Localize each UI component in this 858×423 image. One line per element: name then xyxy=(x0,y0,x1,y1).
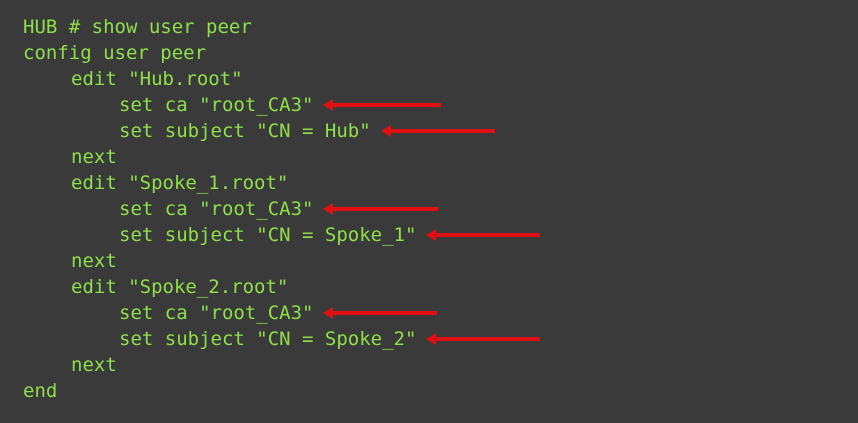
terminal-line: next xyxy=(23,248,858,274)
terminal-line: edit "Hub.root" xyxy=(23,66,858,92)
red-left-arrow-icon xyxy=(380,125,495,137)
terminal-line: set subject "CN = Spoke_1" xyxy=(23,222,858,248)
terminal-line: edit "Spoke_1.root" xyxy=(23,170,858,196)
line-text: set ca "root_CA3" xyxy=(119,198,314,220)
red-left-arrow-icon xyxy=(323,203,439,215)
red-left-arrow-icon xyxy=(323,307,438,319)
terminal-line: set ca "root_CA3" xyxy=(23,300,858,326)
terminal-line: set subject "CN = Spoke_2" xyxy=(23,326,858,352)
terminal-line: set subject "CN = Hub" xyxy=(23,118,858,144)
line-text: next xyxy=(71,354,117,376)
line-text: edit "Hub.root" xyxy=(71,68,243,90)
line-text: set ca "root_CA3" xyxy=(119,94,314,116)
line-text: edit "Spoke_2.root" xyxy=(71,276,289,298)
terminal-line: next xyxy=(23,352,858,378)
terminal-line: set ca "root_CA3" xyxy=(23,92,858,118)
terminal-line: next xyxy=(23,144,858,170)
line-text: edit "Spoke_1.root" xyxy=(71,172,289,194)
terminal-line: HUB # show user peer xyxy=(23,14,858,40)
terminal-line: set ca "root_CA3" xyxy=(23,196,858,222)
line-text: set subject "CN = Spoke_1" xyxy=(119,224,417,246)
line-text: next xyxy=(71,250,117,272)
terminal-line: end xyxy=(23,378,858,404)
line-text: next xyxy=(71,146,117,168)
line-text: set subject "CN = Hub" xyxy=(119,120,371,142)
line-text: config user peer xyxy=(23,42,207,64)
red-left-arrow-icon xyxy=(426,333,541,345)
line-text: set subject "CN = Spoke_2" xyxy=(119,328,417,350)
red-left-arrow-icon xyxy=(323,99,442,111)
red-left-arrow-icon xyxy=(426,229,541,241)
terminal-output: HUB # show user peer config user peer ed… xyxy=(23,14,858,404)
terminal-line: edit "Spoke_2.root" xyxy=(23,274,858,300)
terminal-line: config user peer xyxy=(23,40,858,66)
line-text: set ca "root_CA3" xyxy=(119,302,314,324)
line-text: end xyxy=(23,380,58,402)
line-text: HUB # show user peer xyxy=(23,16,252,38)
